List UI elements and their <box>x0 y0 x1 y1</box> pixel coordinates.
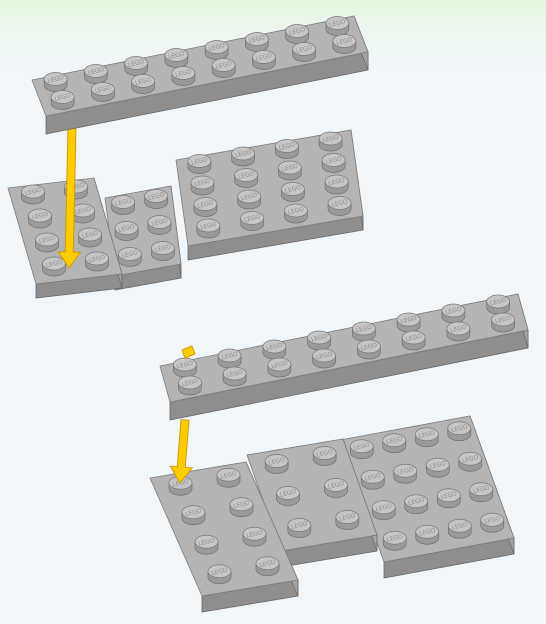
stud: LEGO <box>194 198 217 217</box>
stud: LEGO <box>165 49 188 68</box>
stud: LEGO <box>245 33 268 52</box>
stud: LEGO <box>326 17 349 36</box>
stud: LEGO <box>357 340 380 359</box>
stud: LEGO <box>325 479 348 498</box>
stud: LEGO <box>84 65 107 84</box>
stud: LEGO <box>397 313 420 332</box>
stud: LEGO <box>72 204 95 223</box>
stud: LEGO <box>212 59 235 78</box>
stud: LEGO <box>350 440 373 459</box>
stud: LEGO <box>230 498 253 517</box>
stud: LEGO <box>437 489 460 508</box>
stud: LEGO <box>252 51 275 70</box>
stud: LEGO <box>51 91 74 110</box>
stud: LEGO <box>447 322 470 341</box>
stud: LEGO <box>383 434 406 453</box>
stud: LEGO <box>322 154 345 173</box>
stud: LEGO <box>286 25 309 44</box>
stud: LEGO <box>308 331 331 350</box>
stud: LEGO <box>275 140 298 159</box>
stud: LEGO <box>86 252 109 271</box>
stud: LEGO <box>263 340 286 359</box>
stud: LEGO <box>43 257 66 276</box>
stud: LEGO <box>325 175 348 194</box>
stud: LEGO <box>195 535 218 554</box>
stud: LEGO <box>277 487 300 506</box>
stud: LEGO <box>416 525 439 544</box>
stud: LEGO <box>145 190 168 209</box>
stud: LEGO <box>492 313 515 332</box>
stud: LEGO <box>188 155 211 174</box>
stud: LEGO <box>44 73 67 92</box>
stud: LEGO <box>132 75 155 94</box>
stud: LEGO <box>91 83 114 102</box>
stud: LEGO <box>281 183 304 202</box>
stud: LEGO <box>284 204 307 223</box>
stud: LEGO <box>243 527 266 546</box>
stud: LEGO <box>328 197 351 216</box>
stud: LEGO <box>383 531 406 550</box>
stud: LEGO <box>278 161 301 180</box>
stud: LEGO <box>426 458 449 477</box>
stud: LEGO <box>448 519 471 538</box>
stud: LEGO <box>319 132 342 151</box>
stud: LEGO <box>197 219 220 238</box>
stud: LEGO <box>333 35 356 54</box>
stud: LEGO <box>218 349 241 368</box>
stud: LEGO <box>265 455 288 474</box>
stud: LEGO <box>405 495 428 514</box>
stud: LEGO <box>235 169 258 188</box>
stud: LEGO <box>36 233 59 252</box>
stud: LEGO <box>223 367 246 386</box>
stud: LEGO <box>481 513 504 532</box>
stud: LEGO <box>182 506 205 525</box>
stud: LEGO <box>352 322 375 341</box>
stud: LEGO <box>313 349 336 368</box>
stud: LEGO <box>29 209 52 228</box>
stud: LEGO <box>173 358 196 377</box>
stud: LEGO <box>112 196 135 215</box>
stud: LEGO <box>487 295 510 314</box>
stud: LEGO <box>442 304 465 323</box>
stud: LEGO <box>256 557 279 576</box>
stud: LEGO <box>172 67 195 86</box>
stud: LEGO <box>361 470 384 489</box>
stud: LEGO <box>118 248 141 267</box>
stud: LEGO <box>151 242 174 261</box>
stud: LEGO <box>448 422 471 441</box>
stud: LEGO <box>459 452 482 471</box>
stud: LEGO <box>313 447 336 466</box>
stud: LEGO <box>372 501 395 520</box>
stud: LEGO <box>415 428 438 447</box>
stud: LEGO <box>178 376 201 395</box>
stud: LEGO <box>402 331 425 350</box>
stud: LEGO <box>232 147 255 166</box>
stud: LEGO <box>288 519 311 538</box>
stud: LEGO <box>394 464 417 483</box>
stud: LEGO <box>148 216 171 235</box>
stud: LEGO <box>470 483 493 502</box>
stud: LEGO <box>241 212 264 231</box>
stud: LEGO <box>238 190 261 209</box>
stud: LEGO <box>79 228 102 247</box>
stud: LEGO <box>115 222 138 241</box>
stud: LEGO <box>205 41 228 60</box>
stud: LEGO <box>336 511 359 530</box>
stud: LEGO <box>22 185 45 204</box>
stud: LEGO <box>268 358 291 377</box>
stud: LEGO <box>191 176 214 195</box>
stud: LEGO <box>293 43 316 62</box>
stud: LEGO <box>125 57 148 76</box>
stud: LEGO <box>208 565 231 584</box>
stud: LEGO <box>217 468 240 487</box>
